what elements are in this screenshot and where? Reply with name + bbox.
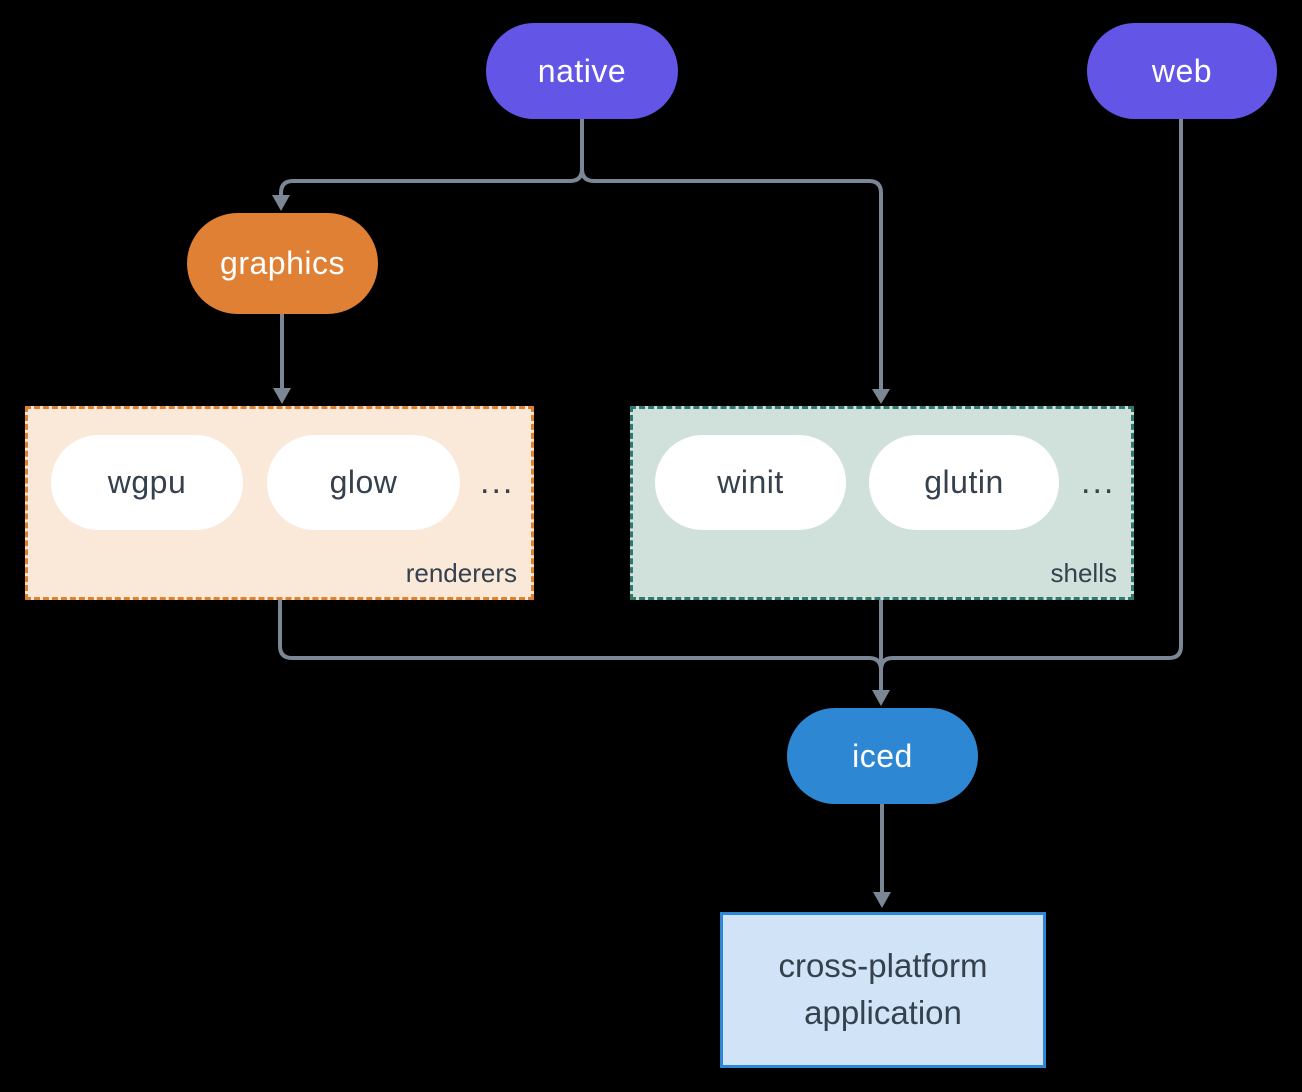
node-wgpu-label: wgpu <box>107 464 187 500</box>
group-shells: winit glutin ... shells <box>630 406 1134 600</box>
node-glow-label: glow <box>329 464 398 500</box>
node-graphics: graphics <box>187 213 378 314</box>
node-iced-label: iced <box>852 737 913 774</box>
arrowhead-into-graphics <box>272 195 290 211</box>
node-iced: iced <box>787 708 978 804</box>
node-winit-label: winit <box>717 464 784 500</box>
group-renderers: wgpu glow ... renderers <box>25 406 534 600</box>
node-glutin-label: glutin <box>924 464 1004 500</box>
edge-renderers-to-iced <box>278 600 883 671</box>
node-native-label: native <box>537 52 627 89</box>
arrowhead-into-application <box>873 892 891 908</box>
node-application: cross-platform application <box>720 912 1046 1068</box>
node-graphics-label: graphics <box>220 245 345 281</box>
node-wgpu: wgpu <box>51 435 243 530</box>
shells-ellipsis: ... <box>1081 463 1116 501</box>
node-web-label: web <box>1151 52 1213 89</box>
node-native: native <box>486 23 678 119</box>
shells-group-label: shells <box>1050 558 1117 588</box>
arrowhead-into-shells <box>872 389 890 404</box>
node-application-label: cross-platform application <box>778 947 988 1031</box>
arrowhead-into-iced <box>872 690 890 706</box>
edge-native-to-shells <box>580 168 883 390</box>
renderers-ellipsis: ... <box>480 463 515 501</box>
renderers-group-label: renderers <box>405 558 517 588</box>
edge-native-to-graphics <box>279 119 584 197</box>
node-glutin: glutin <box>869 435 1059 530</box>
node-winit: winit <box>655 435 846 530</box>
node-web: web <box>1087 23 1277 119</box>
node-glow: glow <box>267 435 460 530</box>
arrowhead-into-renderers <box>273 388 291 404</box>
